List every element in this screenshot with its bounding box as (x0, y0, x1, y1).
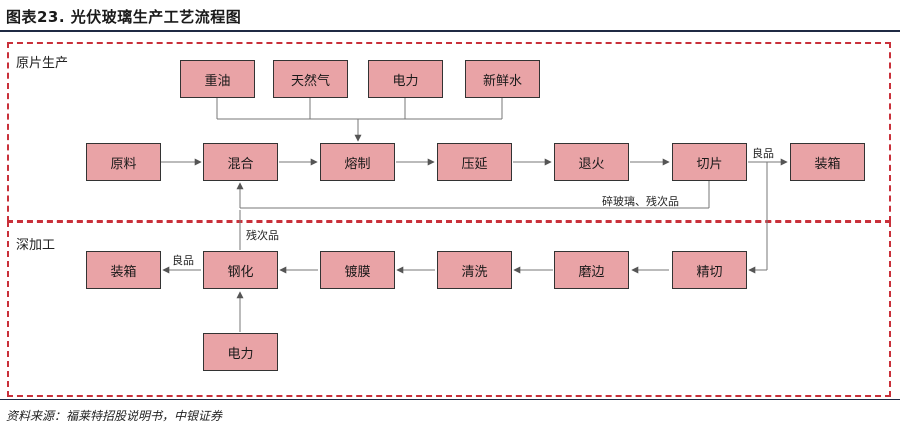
node-melting: 熔制 (320, 143, 395, 181)
node-raw-material: 原料 (86, 143, 161, 181)
title-divider (0, 30, 900, 32)
node-natural-gas: 天然气 (273, 60, 348, 98)
source-note: 资料来源：福莱特招股说明书，中银证券 (6, 409, 223, 423)
edge-label-good-top: 良品 (752, 147, 774, 160)
node-tempering: 钢化 (203, 251, 278, 289)
section-label-deep-processing: 深加工 (16, 238, 56, 253)
node-cutting: 切片 (672, 143, 747, 181)
node-electricity-top: 电力 (368, 60, 443, 98)
node-edging: 磨边 (554, 251, 629, 289)
section-label-raw-production: 原片生产 (16, 56, 69, 71)
node-coating: 镀膜 (320, 251, 395, 289)
node-heavy-oil: 重油 (180, 60, 255, 98)
source-divider (0, 399, 900, 400)
section-deep-processing (7, 221, 891, 397)
edge-label-defective: 残次品 (246, 229, 279, 242)
node-packing-bottom: 装箱 (86, 251, 161, 289)
node-fine-cutting: 精切 (672, 251, 747, 289)
figure-title: 图表23. 光伏玻璃生产工艺流程图 (6, 8, 242, 26)
edge-label-broken-defective: 碎玻璃、残次品 (602, 195, 679, 208)
node-annealing: 退火 (554, 143, 629, 181)
node-electricity-bottom: 电力 (203, 333, 278, 371)
node-cleaning: 清洗 (437, 251, 512, 289)
node-fresh-water: 新鲜水 (465, 60, 540, 98)
edge-label-good-bottom: 良品 (172, 254, 194, 267)
node-calendering: 压延 (437, 143, 512, 181)
node-mixing: 混合 (203, 143, 278, 181)
node-packing-top: 装箱 (790, 143, 865, 181)
